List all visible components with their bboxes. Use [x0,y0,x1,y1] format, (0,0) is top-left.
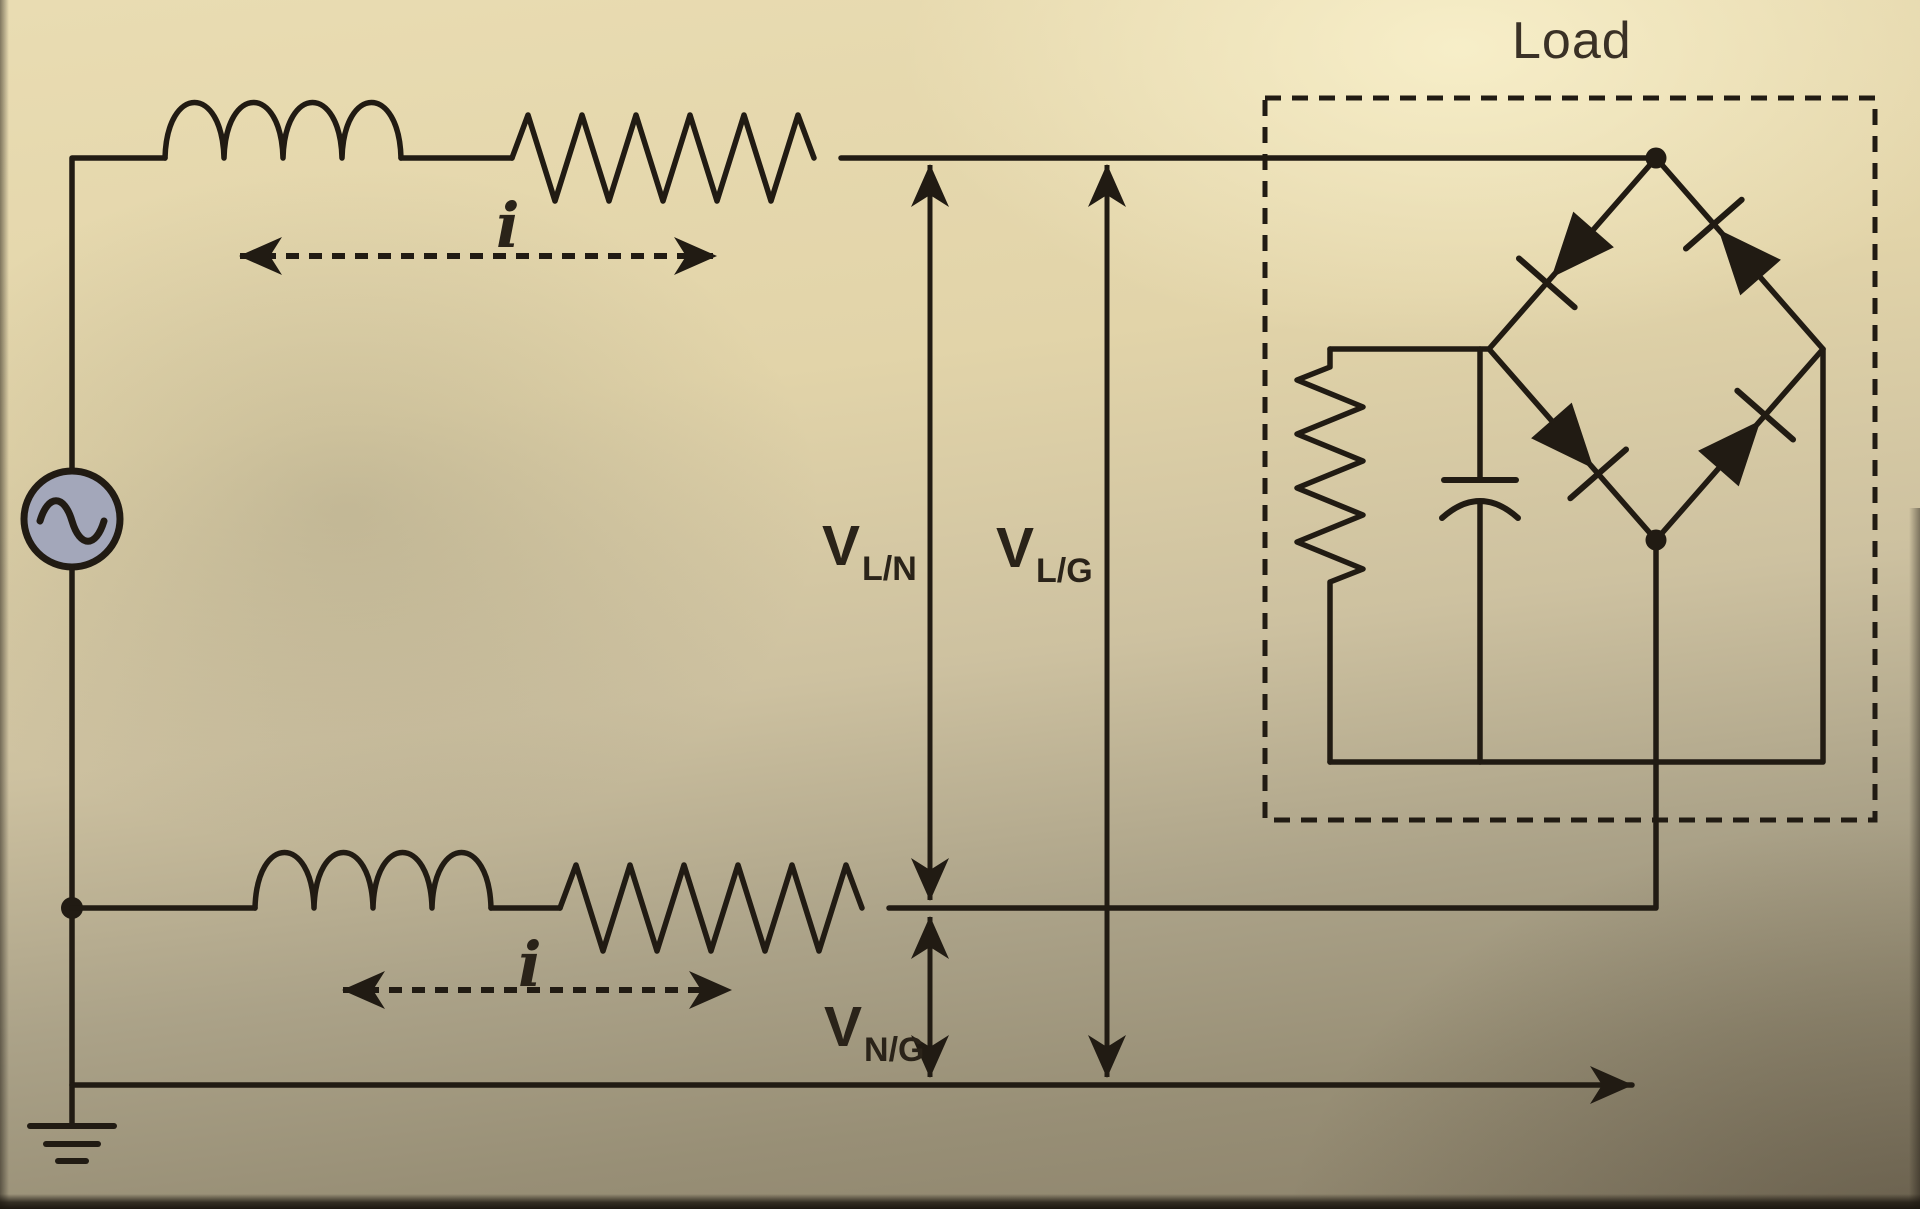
v-lg-label: VL/G [996,516,1093,590]
v-ng-label: VN/G [824,995,924,1069]
photo-edge-right [1909,507,1920,1209]
v-lg-base: V [996,516,1034,580]
diode-lower-left-icon [1531,402,1630,502]
v-ln-label: VL/N [822,514,917,588]
load-return-wire [1327,346,1826,765]
diode-upper-left-icon [1515,211,1614,311]
v-ln-base: V [822,514,860,578]
line-resistor-icon [509,112,817,204]
load-boundary-box [1262,95,1878,823]
diode-lower-right-icon [1698,387,1797,487]
load-title: Load [1512,12,1632,70]
ac-source-branch [20,155,168,1127]
line-conductor [162,99,1651,204]
load-resistor-icon [1294,346,1366,765]
earth-ground-icon [27,1123,117,1164]
diode-bridge [1486,147,1826,551]
left-wire-top [69,155,168,473]
bridge-bottom-node [1645,529,1667,551]
current-label-bottom: i [518,928,542,1001]
diode-upper-right-icon [1682,196,1781,296]
v-ln-sub: L/N [862,550,917,588]
current-label-top: i [496,189,520,262]
photo-edge-left [0,0,9,1209]
rc-load [1294,346,1826,765]
v-ng-base: V [824,995,862,1059]
neutral-resistor-icon [557,862,865,954]
line-inductor-icon [162,99,404,161]
neutral-conductor [69,542,1659,954]
bridge-top-node [1645,147,1667,169]
sine-wave-icon [36,497,108,545]
neutral-inductor-icon [252,849,494,911]
wire-to-bridge-bottom [886,542,1659,911]
bridge-diamond-wires [1486,155,1826,543]
photo-edge-bottom [0,1194,1920,1209]
v-lg-sub: L/G [1036,552,1093,590]
v-ng-sub: N/G [864,1031,924,1069]
